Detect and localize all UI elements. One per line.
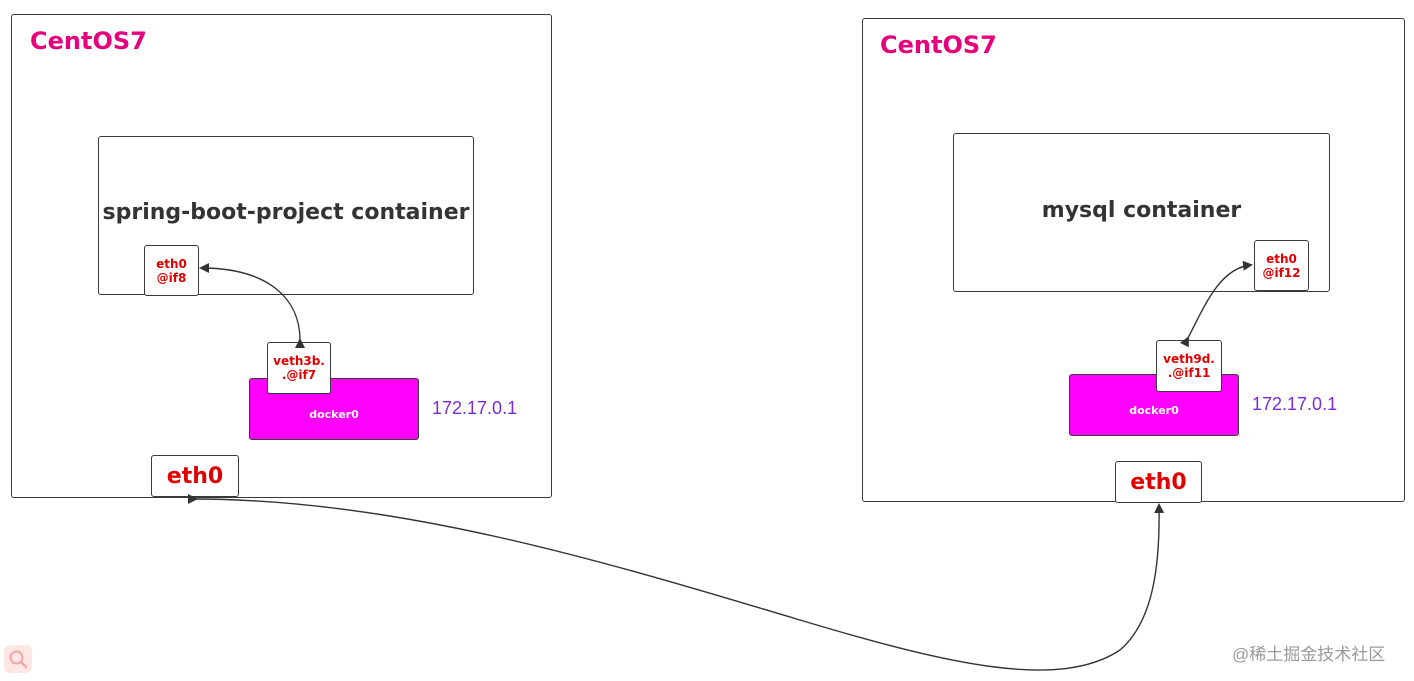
container-left-eth0-name: eth0 <box>156 256 187 271</box>
watermark: @稀土掘金技术社区 <box>1232 645 1386 664</box>
container-right-eth0-peer: @if12 <box>1262 265 1301 280</box>
veth-left: veth3b. .@if7 <box>267 342 331 394</box>
veth-right-name: veth9d. <box>1163 352 1215 366</box>
host-right-eth0: eth0 <box>1115 461 1202 503</box>
container-left-eth0-peer: @if8 <box>156 270 187 285</box>
host-left-title: CentOS7 <box>30 27 147 55</box>
bridge-right-ip: 172.17.0.1 <box>1252 394 1338 414</box>
container-right-eth0-name: eth0 <box>1266 251 1297 266</box>
host-right-title: CentOS7 <box>880 31 997 59</box>
veth-left-name: veth3b. <box>273 354 325 368</box>
veth-left-peer: .@if7 <box>281 368 317 382</box>
host-left-eth0: eth0 <box>151 455 239 497</box>
veth-right-peer: .@if11 <box>1167 366 1211 380</box>
container-right-title: mysql container <box>1041 198 1242 223</box>
search-icon <box>4 645 32 673</box>
host-eth0-link <box>187 493 1165 671</box>
veth-right: veth9d. .@if11 <box>1156 340 1222 392</box>
bridge-left-ip: 172.17.0.1 <box>432 398 518 418</box>
container-left-title: spring-boot-project container <box>102 200 470 225</box>
container-right-eth0: eth0 @if12 <box>1254 240 1309 291</box>
container-left-eth0: eth0 @if8 <box>144 245 199 296</box>
